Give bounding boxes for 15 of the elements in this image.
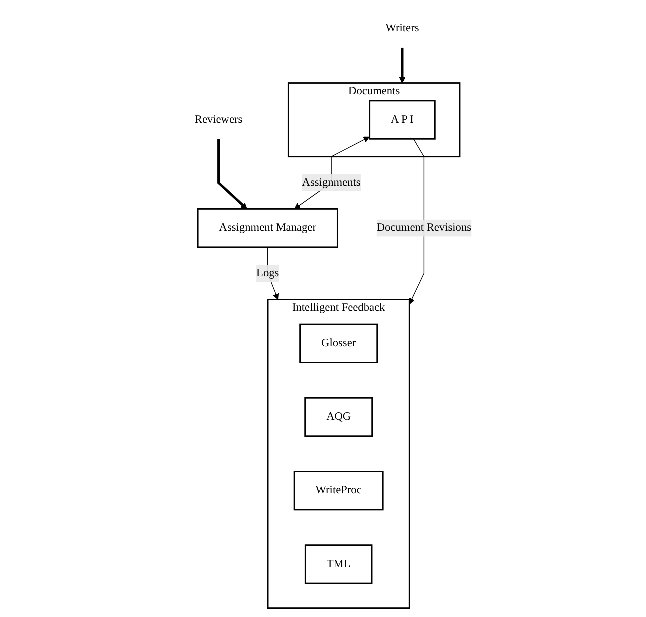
edge-label: Document Revisions [377,221,472,234]
arrow [294,136,370,209]
arrow [218,138,248,209]
edge-label: Assignments [302,176,362,188]
edge-label: Logs [256,266,280,279]
node-box: TML [305,544,374,584]
node-box: Glosser [300,323,378,363]
node-text: Reviewers [195,113,244,126]
node-box: A P I [370,100,436,140]
arrow [410,138,425,304]
node-text: Writers [386,22,420,34]
arrow [400,47,406,84]
node-box: WriteProc [294,470,384,510]
node-box: AQG [305,396,374,437]
node-box: Assignment Manager [198,208,339,248]
